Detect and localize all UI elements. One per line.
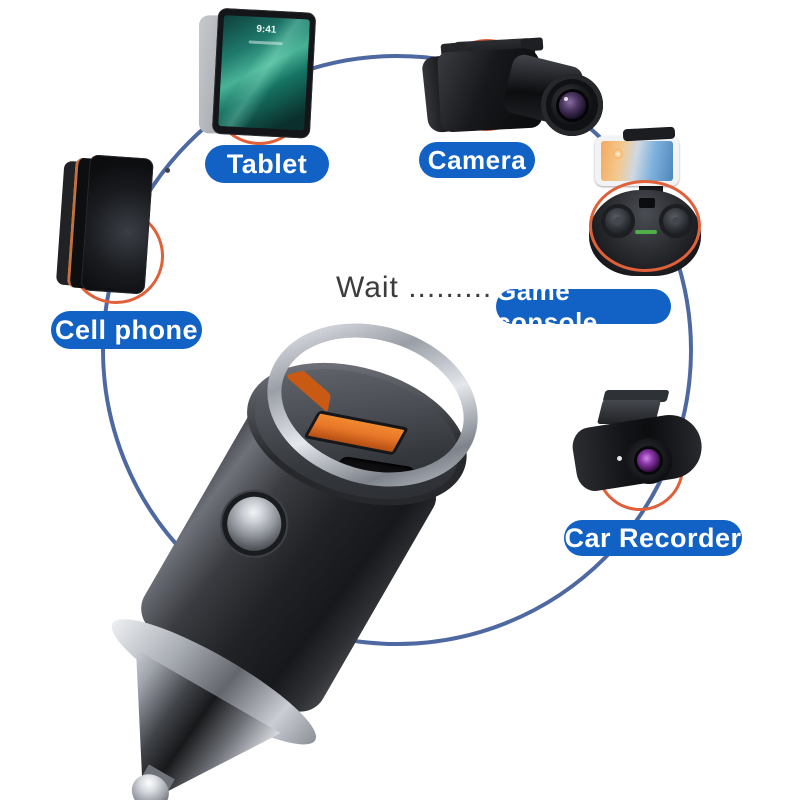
camera-lens-glass — [559, 92, 586, 119]
console-phone-screen — [601, 141, 673, 181]
tablet-date-line — [248, 40, 283, 46]
tablet-clock-text: 9:41 — [256, 23, 277, 36]
cell-phone-label: Cell phone — [51, 311, 202, 349]
game-console-highlight-ring — [589, 180, 701, 272]
tablet-label: Tablet — [205, 145, 329, 183]
dashcam-lens — [637, 449, 660, 472]
camera-lens-glint — [564, 97, 568, 101]
charger-pull-ring — [267, 323, 478, 487]
car-recorder-label: Car Recorder — [564, 520, 742, 556]
car-recorder-image — [569, 390, 707, 498]
tablet-front: 9:41 — [211, 7, 317, 139]
cell-phone-image — [53, 153, 171, 302]
connector-circle — [101, 54, 693, 646]
car-charger-image — [42, 296, 507, 800]
dashcam-led — [617, 456, 622, 461]
game-console-label: Game console — [496, 276, 671, 337]
sunset-sun — [613, 149, 623, 159]
phone-front — [80, 154, 171, 295]
tablet-screen: 9:41 — [218, 15, 310, 131]
camera-image — [421, 30, 608, 145]
tablet-image: 9:41 — [196, 7, 323, 141]
wait-text: Wait ......... — [336, 271, 493, 304]
camera-label: Camera — [419, 142, 535, 178]
console-phone — [595, 136, 679, 186]
